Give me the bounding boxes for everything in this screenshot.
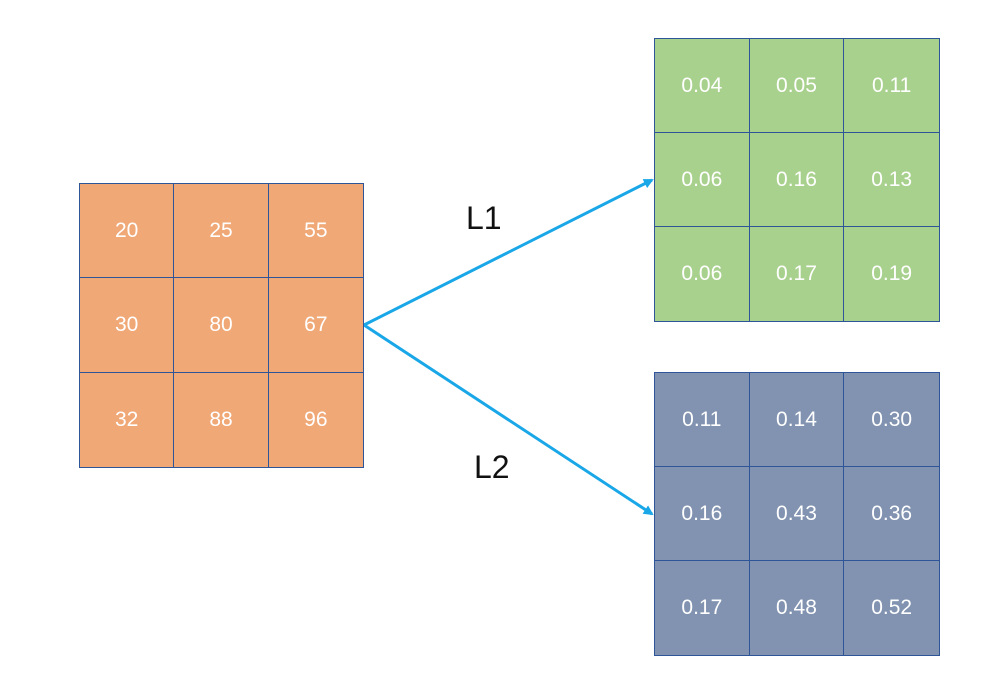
l1-cell-r1c0: 0.06 [655,133,750,227]
l1-cell-r2c0: 0.06 [655,227,750,321]
l2-label: L2 [474,449,510,485]
l2-cell-r1c2: 0.36 [844,467,939,561]
l1-cell-r0c2: 0.11 [844,39,939,133]
l1-cell-r1c2: 0.13 [844,133,939,227]
l1-cell-r0c1: 0.05 [749,39,845,133]
l2-cell-r1c1: 0.43 [749,467,845,561]
input-cell-r2c0: 32 [80,372,175,467]
l2-cell-r1c0: 0.16 [655,467,750,561]
l2-cell-r2c1: 0.48 [750,561,845,655]
l1-cell-r0c0: 0.04 [655,39,750,133]
l2-cell-r2c2: 0.52 [871,596,913,619]
arrow-l1 [363,178,654,327]
arrow-l2 [363,323,654,516]
input-cell-r0c1: 25 [174,184,269,279]
input-cell-r1c2: 67 [268,278,363,373]
input-cell-r1c1: 80 [174,278,269,373]
l1-cell-r2c2: 0.19 [871,262,913,285]
l1-cell-r2c1: 0.17 [750,227,845,321]
l1-label: L1 [466,200,502,236]
input-cell-r1c0: 30 [80,278,175,373]
l2-cell-r2c0: 0.17 [655,561,750,655]
l2-cell-r0c2: 0.30 [844,373,939,467]
input-cell-r2c1: 88 [174,372,269,467]
l1-cell-r1c1: 0.16 [749,133,845,227]
l2-cell-r0c1: 0.14 [749,373,845,467]
input-cell-r0c2: 55 [268,184,363,279]
l2-cell-r0c0: 0.11 [655,373,750,467]
input-cell-r2c2: 96 [304,407,328,431]
input-cell-r0c0: 20 [80,184,175,279]
